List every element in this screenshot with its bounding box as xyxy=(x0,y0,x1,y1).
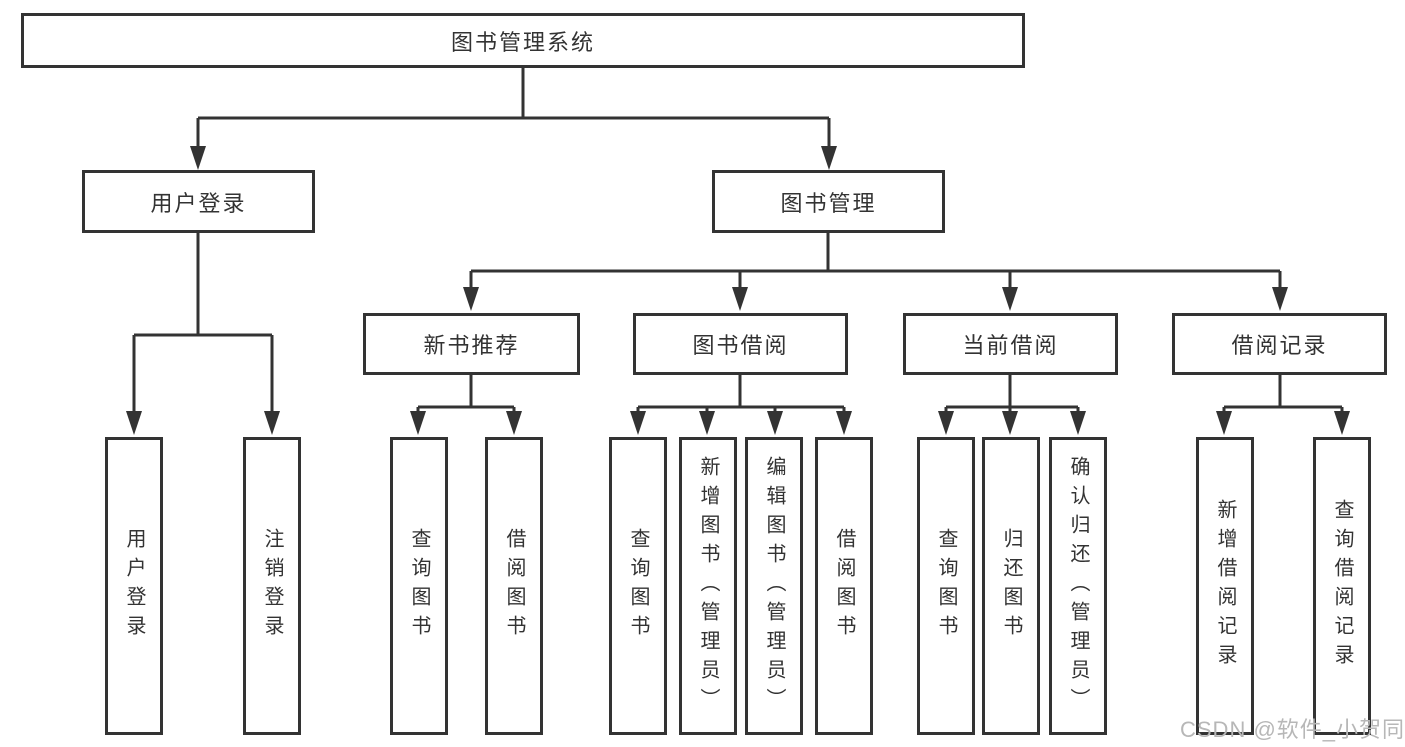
new-book-recommend-label: 新书推荐 xyxy=(423,333,520,358)
connector-root-to-level1 xyxy=(196,68,831,150)
leaf-edit-book-admin-label: 编辑图书（管理员） xyxy=(763,455,785,717)
arrowheads-level2 xyxy=(463,287,1288,311)
watermark: CSDN @软件_小贺同学 xyxy=(1180,717,1405,742)
leaf-logout-login: 注销登录 xyxy=(243,437,301,735)
leaf-edit-book-admin: 编辑图书（管理员） xyxy=(745,437,803,735)
arrowheads-leaves xyxy=(126,411,1350,435)
arrowheads-level1 xyxy=(190,146,837,170)
leaf-query-book-borrow: 查询图书 xyxy=(609,437,667,735)
leaf-borrow-book-recommend-label: 借阅图书 xyxy=(503,528,525,644)
leaf-add-borrow-record-label: 新增借阅记录 xyxy=(1214,499,1236,673)
system-root-label: 图书管理系统 xyxy=(450,29,595,55)
leaf-query-borrow-record-label: 查询借阅记录 xyxy=(1331,499,1353,673)
leaf-user-login-label: 用户登录 xyxy=(123,528,145,644)
leaf-return-book: 归还图书 xyxy=(982,437,1040,735)
book-borrow-node: 图书借阅 xyxy=(633,313,848,375)
book-management-node: 图书管理 xyxy=(712,170,945,233)
leaf-borrow-book-recommend: 借阅图书 xyxy=(485,437,543,735)
leaf-query-book-borrow-label: 查询图书 xyxy=(627,528,649,644)
leaf-add-book-admin: 新增图书（管理员） xyxy=(679,437,737,735)
leaf-query-book-current-label: 查询图书 xyxy=(935,528,957,644)
connector-user-group xyxy=(132,233,274,413)
leaf-query-book-recommend-label: 查询图书 xyxy=(408,528,430,644)
leaf-add-borrow-record: 新增借阅记录 xyxy=(1196,437,1254,735)
leaf-borrow-book: 借阅图书 xyxy=(815,437,873,735)
leaf-user-login: 用户登录 xyxy=(105,437,163,735)
book-borrow-label: 图书借阅 xyxy=(692,333,789,358)
connector-recommend-group xyxy=(416,375,516,413)
user-login-node: 用户登录 xyxy=(82,170,315,233)
leaf-add-book-admin-label: 新增图书（管理员） xyxy=(697,455,719,717)
connector-records-group xyxy=(1222,375,1344,413)
leaf-logout-login-label: 注销登录 xyxy=(261,528,283,644)
connector-mgmt-to-level2 xyxy=(469,233,1282,291)
connector-current-group xyxy=(944,375,1080,413)
leaf-return-book-label: 归还图书 xyxy=(1000,528,1022,644)
borrow-record-node: 借阅记录 xyxy=(1172,313,1387,375)
new-book-recommend-node: 新书推荐 xyxy=(363,313,580,375)
connector-borrow-group xyxy=(636,375,846,413)
leaf-confirm-return-admin: 确认归还（管理员） xyxy=(1049,437,1107,735)
leaf-confirm-return-admin-label: 确认归还（管理员） xyxy=(1067,455,1089,717)
current-borrow-label: 当前借阅 xyxy=(962,333,1059,358)
leaf-borrow-book-label: 借阅图书 xyxy=(833,528,855,644)
current-borrow-node: 当前借阅 xyxy=(903,313,1118,375)
user-login-label: 用户登录 xyxy=(150,190,247,216)
leaf-query-borrow-record: 查询借阅记录 xyxy=(1313,437,1371,735)
book-management-label: 图书管理 xyxy=(780,190,877,216)
system-root-node: 图书管理系统 xyxy=(21,13,1025,68)
leaf-query-book-current: 查询图书 xyxy=(917,437,975,735)
leaf-query-book-recommend: 查询图书 xyxy=(390,437,448,735)
borrow-record-label: 借阅记录 xyxy=(1231,333,1328,358)
